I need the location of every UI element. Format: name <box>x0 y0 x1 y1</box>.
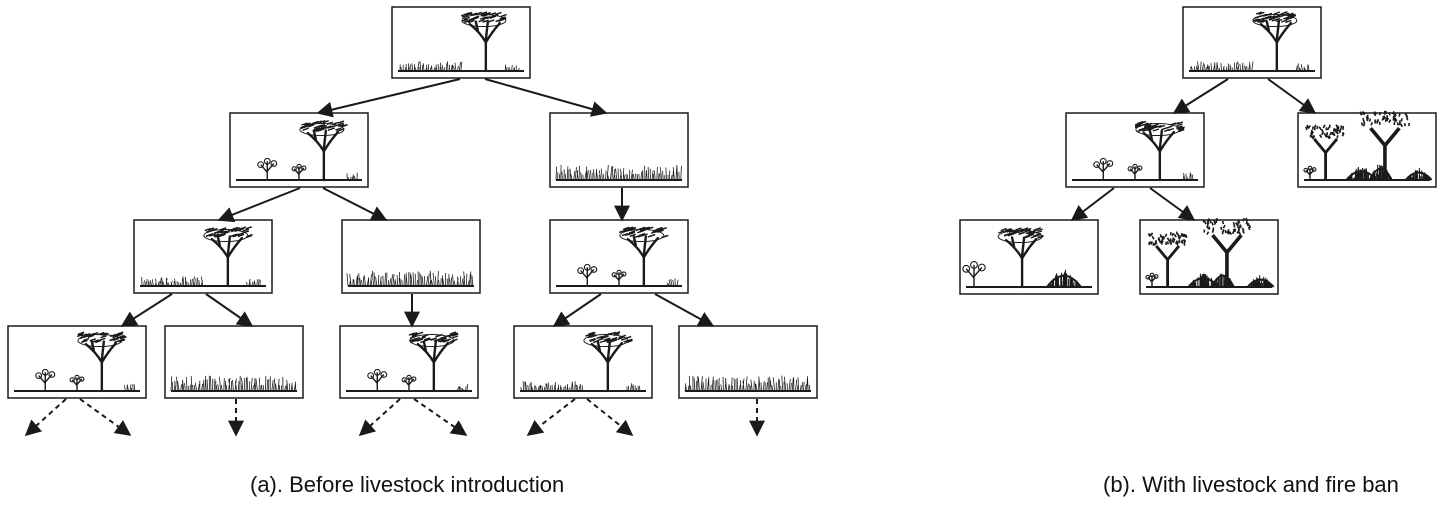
bush-icon <box>1210 273 1235 288</box>
shrub-icon <box>35 368 56 391</box>
acacia-tree-icon <box>1305 124 1345 180</box>
shrub-icon <box>367 368 388 391</box>
dashed-arrow-icon <box>586 398 634 436</box>
grass-icon <box>346 172 358 181</box>
dashed-arrow-icon <box>79 398 132 436</box>
shrub-icon <box>69 374 85 391</box>
acacia-tree-icon <box>76 331 127 393</box>
grass-icon <box>246 279 261 287</box>
shrub-icon <box>401 374 417 391</box>
grass-icon <box>124 383 136 392</box>
shrub-icon <box>1093 157 1114 180</box>
solid-arrow-icon <box>205 293 254 327</box>
shrub-icon <box>611 269 627 286</box>
grass-icon <box>555 164 682 181</box>
dashed-arrow-icon <box>413 398 468 436</box>
shrub-icon <box>257 157 278 180</box>
bush-icon <box>1046 269 1082 288</box>
grass-icon <box>456 383 469 392</box>
solid-arrow-icon <box>654 293 715 327</box>
dashed-arrow-icon <box>526 398 576 436</box>
panel-a-before-livestock <box>7 6 818 437</box>
grass-icon <box>1182 172 1194 181</box>
solid-arrow-icon <box>1149 187 1196 221</box>
scene-grassland <box>678 325 818 399</box>
scene-bush-encroached <box>1297 110 1437 188</box>
scene-savanna-tree-grass <box>391 6 531 79</box>
grass-icon <box>504 64 520 72</box>
solid-arrow-icon <box>120 293 173 327</box>
solid-arrow-icon <box>484 78 608 117</box>
scene-frame <box>341 219 481 294</box>
grass-icon <box>1190 61 1254 72</box>
caption-b: (b). With livestock and fire ban <box>1103 472 1399 497</box>
bush-icon <box>1368 164 1393 181</box>
acacia-tree-icon <box>408 331 459 393</box>
scene-grassland <box>549 112 689 188</box>
grass-icon <box>346 270 474 287</box>
dashed-arrow-icon <box>358 398 401 437</box>
acacia-tree-icon <box>299 120 348 182</box>
caption-a: (a). Before livestock introduction <box>250 472 565 497</box>
shrub-icon <box>1145 272 1159 287</box>
solid-arrow-icon <box>217 187 301 223</box>
grass-icon <box>626 383 641 392</box>
scene-frame <box>133 219 273 294</box>
scene-savanna-tree-grass <box>513 325 653 399</box>
acacia-tree-icon <box>460 11 507 73</box>
acacia-tree-icon <box>1147 231 1188 287</box>
solid-arrow-icon <box>1070 187 1115 221</box>
acacia-tree-icon <box>203 226 253 288</box>
grass-icon <box>520 381 584 392</box>
acacia-tree-icon <box>618 226 669 288</box>
grass-icon <box>666 278 679 287</box>
grass-icon <box>141 276 204 287</box>
solid-arrow-icon <box>1172 78 1229 114</box>
solid-arrow-icon <box>322 187 388 221</box>
scene-savanna-tree-grass <box>133 219 273 294</box>
shrub-icon <box>1127 163 1143 180</box>
scene-frame <box>164 325 304 399</box>
scene-bush-encroached <box>1139 217 1279 295</box>
acacia-tree-icon <box>583 331 633 393</box>
scene-savanna-tree-shrubs <box>339 325 479 399</box>
solid-arrow-icon <box>316 78 461 118</box>
grass-icon <box>170 375 297 392</box>
shrub-icon <box>1303 165 1317 180</box>
grass-icon <box>684 375 811 392</box>
scene-grassland <box>164 325 304 399</box>
acacia-tree-icon <box>1134 120 1185 182</box>
scene-savanna-tree-shrubs <box>229 112 369 188</box>
scene-savanna-tree-grass <box>1182 6 1322 79</box>
scene-frame <box>549 112 689 188</box>
scene-savanna-tree-shrubs <box>1065 112 1205 188</box>
acacia-tree-icon <box>1252 11 1298 73</box>
scene-savanna-tree-shrubs <box>7 325 147 399</box>
acacia-tree-icon <box>1202 217 1252 287</box>
grass-icon <box>399 61 463 72</box>
shrub-icon <box>577 263 598 286</box>
solid-arrow-icon <box>552 293 602 327</box>
dashed-arrow-icon <box>24 398 67 437</box>
bush-icon <box>1246 275 1275 288</box>
bush-icon <box>1404 168 1433 181</box>
scene-grassland <box>341 219 481 294</box>
solid-arrow-icon <box>1267 78 1317 114</box>
acacia-tree-icon <box>997 227 1044 289</box>
shrub-icon <box>291 163 307 180</box>
scene-tree-bush-thicket <box>959 219 1099 295</box>
shrub-icon <box>962 260 986 287</box>
scene-savanna-tree-shrubs <box>549 219 689 294</box>
grass-icon <box>1295 63 1310 72</box>
panel-b-livestock-fire-ban <box>959 6 1437 295</box>
